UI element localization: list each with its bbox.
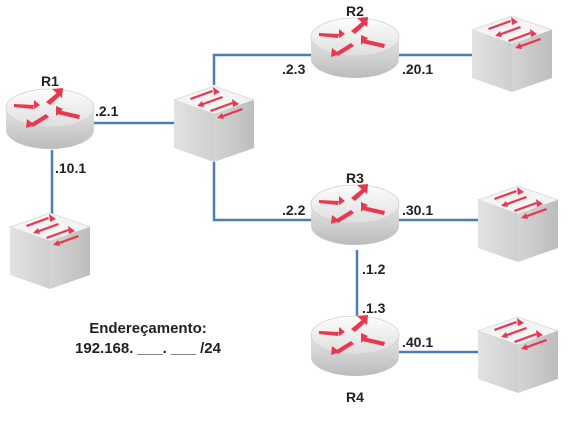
router-r3-icon [310, 183, 400, 246]
router-r1-icon [5, 87, 95, 150]
r2-iface-label: .2.3 [282, 61, 306, 77]
r4-iface-label: .40.1 [402, 334, 433, 350]
router-r4-icon [310, 314, 400, 377]
lan20-switch-icon [471, 15, 553, 93]
core-switch-icon [173, 85, 255, 163]
router-r1-name: R1 [41, 73, 59, 89]
r3-iface-label: .2.2 [282, 202, 306, 218]
router-r2-name: R2 [346, 3, 364, 19]
r3-iface-label: .30.1 [402, 202, 433, 218]
router-r3-name: R3 [346, 170, 364, 186]
r3-iface-label: .1.2 [362, 261, 386, 277]
link-switch-r2 [212, 53, 312, 85]
router-r2-icon [310, 16, 400, 79]
r4-iface-label: .1.3 [362, 300, 386, 316]
addressing-heading: Endereçamento: [89, 320, 207, 337]
r1-iface-label: .2.1 [95, 103, 119, 119]
lan40-switch-icon [477, 316, 559, 394]
links [50, 53, 480, 354]
r1-iface-label: .10.1 [55, 160, 86, 176]
router-r4-name: R4 [346, 389, 364, 405]
lan10-switch-icon [9, 212, 91, 290]
link-switch-r3 [212, 162, 312, 222]
lan30-switch-icon [477, 185, 559, 263]
r2-iface-label: .20.1 [402, 61, 433, 77]
addressing-template: 192.168. ___. ___ /24 [75, 340, 222, 357]
